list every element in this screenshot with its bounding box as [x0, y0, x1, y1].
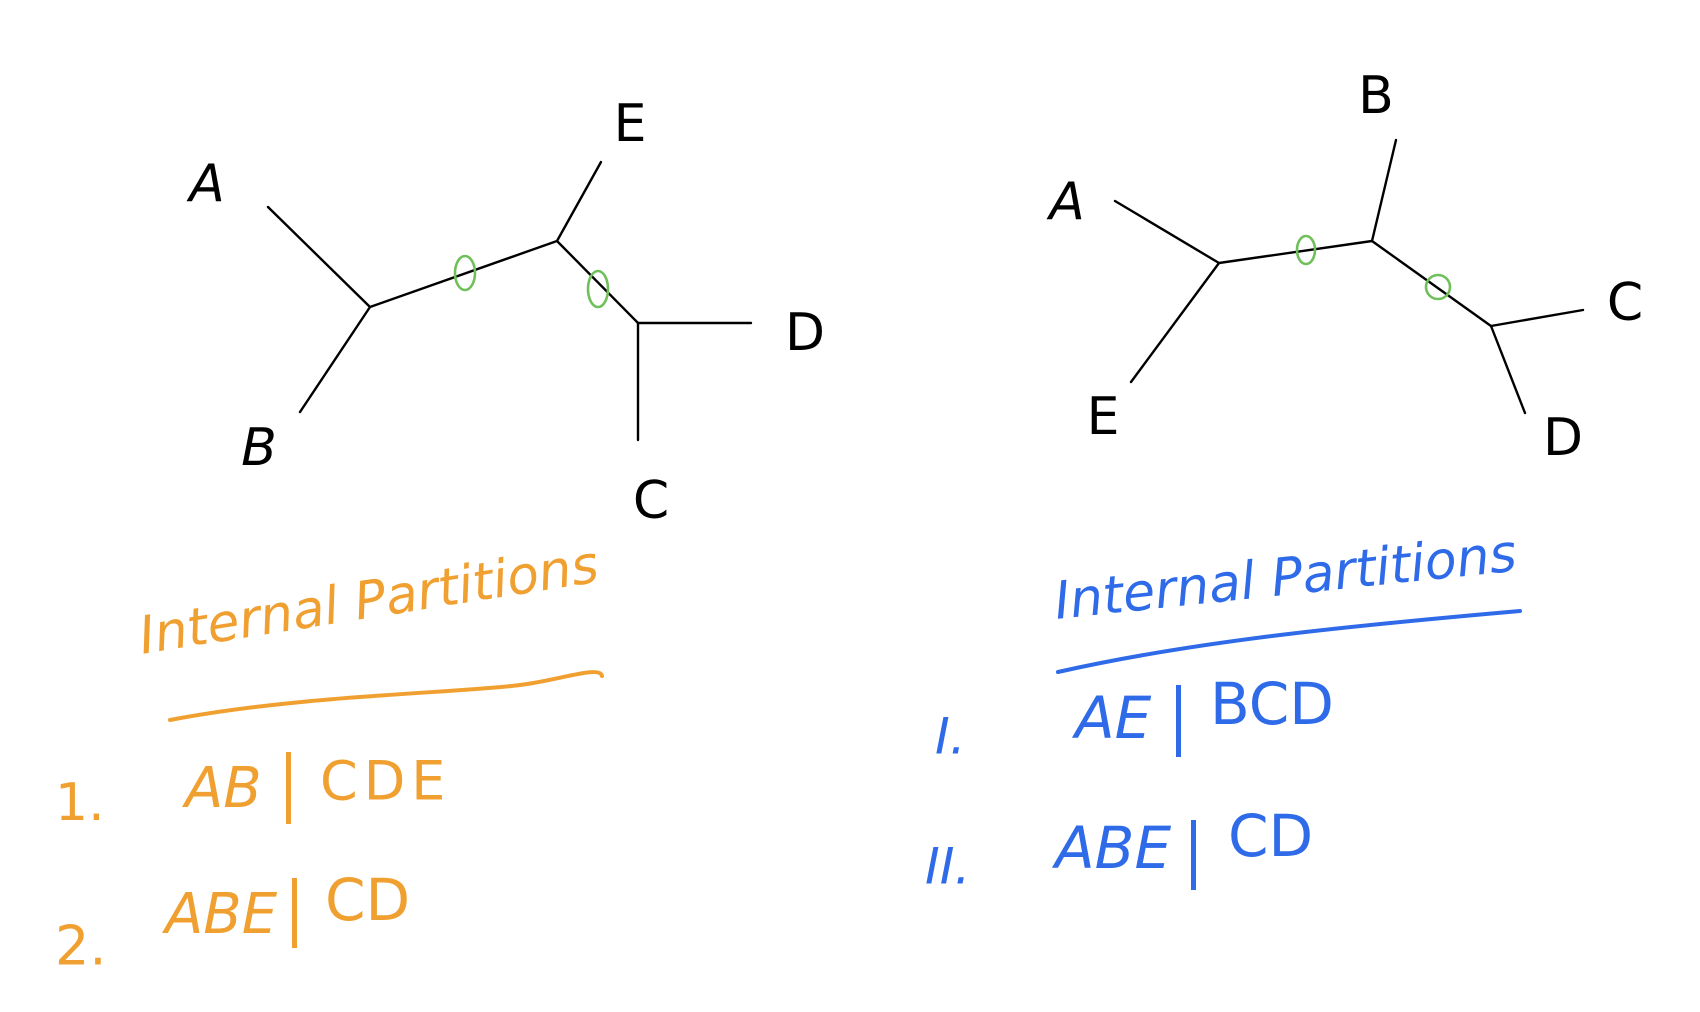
tree2-partition-2-number: II. — [925, 838, 970, 896]
tree1-partition-2-number: 2. — [55, 915, 107, 978]
tree1-leaf-b: B — [241, 418, 277, 478]
tree2-leaf-e: E — [1087, 387, 1120, 447]
tree1-partition-2-divider — [292, 878, 297, 948]
tree1-split-marker-1 — [453, 254, 477, 292]
tree1-partitions-heading: Internal Partitions — [135, 535, 603, 667]
tree2-edge-a — [1113, 199, 1221, 265]
tree1-edge-b — [298, 305, 372, 414]
tree1-heading-underline — [168, 670, 604, 722]
tree1-edge-a — [266, 205, 372, 309]
tree1-split-marker-2 — [586, 269, 610, 309]
tree-2: A B E C D — [1046, 66, 1643, 468]
tree1-leaf-c: C — [633, 471, 669, 531]
tree1-internal-edge-1 — [368, 239, 559, 309]
tree2-partition-1-left: AE — [1071, 684, 1152, 752]
tree2-leaf-a: A — [1046, 172, 1085, 232]
tree2-leaf-d: D — [1543, 408, 1583, 468]
tree2-edge-c — [1489, 308, 1585, 328]
tree-1: A B E D C — [186, 94, 825, 531]
tree1-partitions: Internal Partitions 1. AB CDE 2. ABE CD — [55, 535, 604, 978]
tree1-edge-e — [555, 160, 603, 243]
tree1-leaf-d: D — [785, 303, 825, 363]
tree2-partition-2-right: CD — [1228, 802, 1313, 870]
tree1-partition-2-left: ABE — [162, 882, 278, 947]
tree1-partition-2-right: CD — [325, 866, 410, 934]
tree1-partition-1-number: 1. — [55, 773, 105, 833]
tree2-leaf-b: B — [1358, 66, 1394, 126]
tree2-internal-edge-1 — [1217, 239, 1374, 265]
tree2-split-marker-2 — [1424, 273, 1452, 301]
tree2-leaf-c: C — [1607, 273, 1643, 333]
tree1-partition-1-left: AB — [182, 756, 262, 821]
tree1-leaf-e: E — [614, 94, 647, 154]
tree2-heading-underline — [1056, 609, 1522, 674]
tree1-partition-1-right: CDE — [320, 750, 451, 813]
tree2-partition-2-left: ABE — [1051, 814, 1171, 882]
tree2-partition-1-divider — [1176, 685, 1181, 757]
tree1-internal-edge-2 — [555, 239, 640, 325]
tree2-split-marker-1 — [1295, 234, 1317, 266]
tree2-partition-1-number: I. — [935, 708, 966, 766]
tree1-leaf-a: A — [186, 154, 225, 214]
tree2-partition-2-divider — [1191, 820, 1196, 890]
tree2-partition-1-right: BCD — [1210, 670, 1334, 738]
tree2-edge-b — [1370, 138, 1398, 243]
tree2-edge-d — [1489, 324, 1527, 415]
tree2-partitions: Internal Partitions I. AE BCD II. ABE CD — [925, 524, 1522, 896]
tree2-internal-edge-2 — [1370, 239, 1493, 328]
tree2-edge-e — [1129, 261, 1221, 384]
tree1-partition-1-divider — [286, 752, 291, 824]
